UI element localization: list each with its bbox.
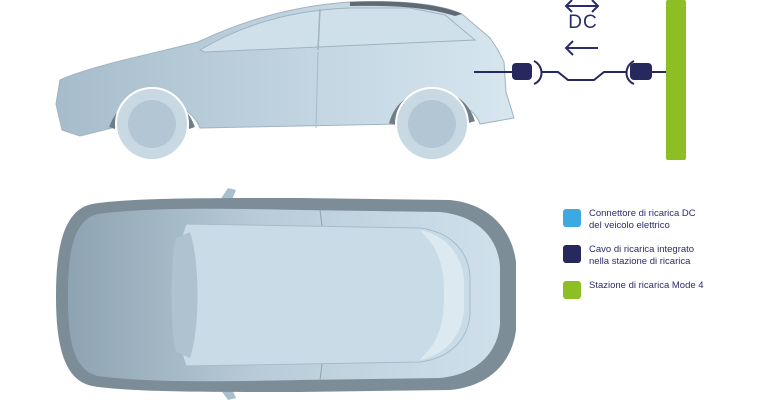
vehicle-connector-bracket <box>533 60 543 85</box>
charging-station-post <box>666 0 686 160</box>
car-top-pillar-b <box>319 363 323 381</box>
station-cable-plug <box>630 63 652 80</box>
car-side-roof-strip <box>350 1 462 16</box>
car-side-front-hub <box>408 100 456 148</box>
arrow-left-icon <box>564 40 598 56</box>
legend-item-charging-station: Stazione di ricarica Mode 4 <box>563 280 763 299</box>
dc-current-label: DC <box>568 12 598 33</box>
legend-item-vehicle-connector: Connettore di ricarica DC del veicolo el… <box>563 208 763 232</box>
car-top-pillar-a <box>319 209 323 227</box>
station-connector-bracket <box>625 60 635 85</box>
car-side-door-line <box>315 51 319 129</box>
legend-label: Cavo di ricarica integrato nella stazion… <box>589 244 695 267</box>
cable-line <box>542 71 626 81</box>
charging-cable <box>474 60 668 85</box>
current-arrows <box>564 0 600 56</box>
double-arrow-icon <box>564 0 600 13</box>
legend-swatch-green <box>563 281 581 299</box>
car-side-window <box>198 7 477 53</box>
car-top-rear-window <box>171 232 198 358</box>
car-top-view <box>56 188 516 400</box>
legend-label: Connettore di ricarica DC del veicolo el… <box>589 208 696 231</box>
car-side-rear-hub <box>128 100 176 148</box>
car-side-pillar <box>317 8 321 51</box>
car-top-windshield <box>420 230 464 360</box>
legend: Connettore di ricarica DC del veicolo el… <box>563 208 763 311</box>
legend-item-integrated-cable: Cavo di ricarica integrato nella stazion… <box>563 244 763 268</box>
legend-label: Stazione di ricarica Mode 4 <box>589 280 704 291</box>
legend-swatch-light-blue <box>563 209 581 227</box>
vehicle-dc-connector <box>512 63 532 80</box>
car-side-view <box>55 1 515 161</box>
legend-swatch-navy <box>563 245 581 263</box>
